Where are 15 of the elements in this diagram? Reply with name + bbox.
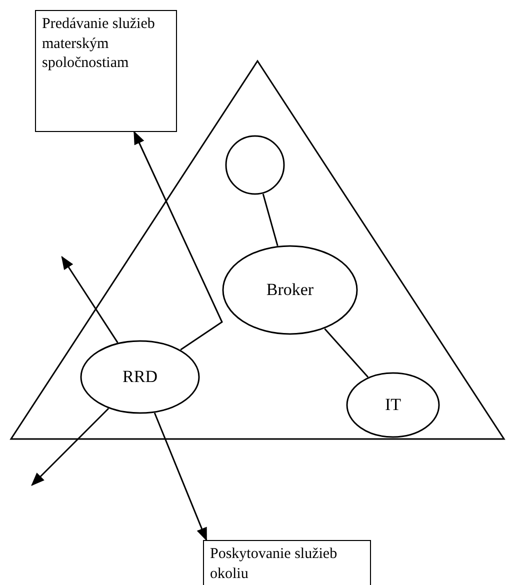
arrow: [61, 256, 118, 344]
connector-line: [262, 194, 278, 246]
arrow: [134, 130, 223, 350]
arrow: [154, 412, 208, 542]
ellipse-node: [346, 372, 440, 438]
ellipse-node: [80, 340, 200, 414]
node-label: RRD: [122, 367, 158, 387]
connector-line: [324, 328, 369, 378]
arrow: [31, 408, 110, 486]
circle-shape: [225, 135, 285, 195]
node-label: IT: [384, 395, 402, 415]
ellipse-node: [222, 245, 358, 335]
text-box: Poskytovanie služieb okoliu: [203, 540, 371, 585]
text-box: Predávanie služieb materským spoločnostiam: [35, 10, 177, 132]
node-label: Broker: [266, 280, 314, 300]
